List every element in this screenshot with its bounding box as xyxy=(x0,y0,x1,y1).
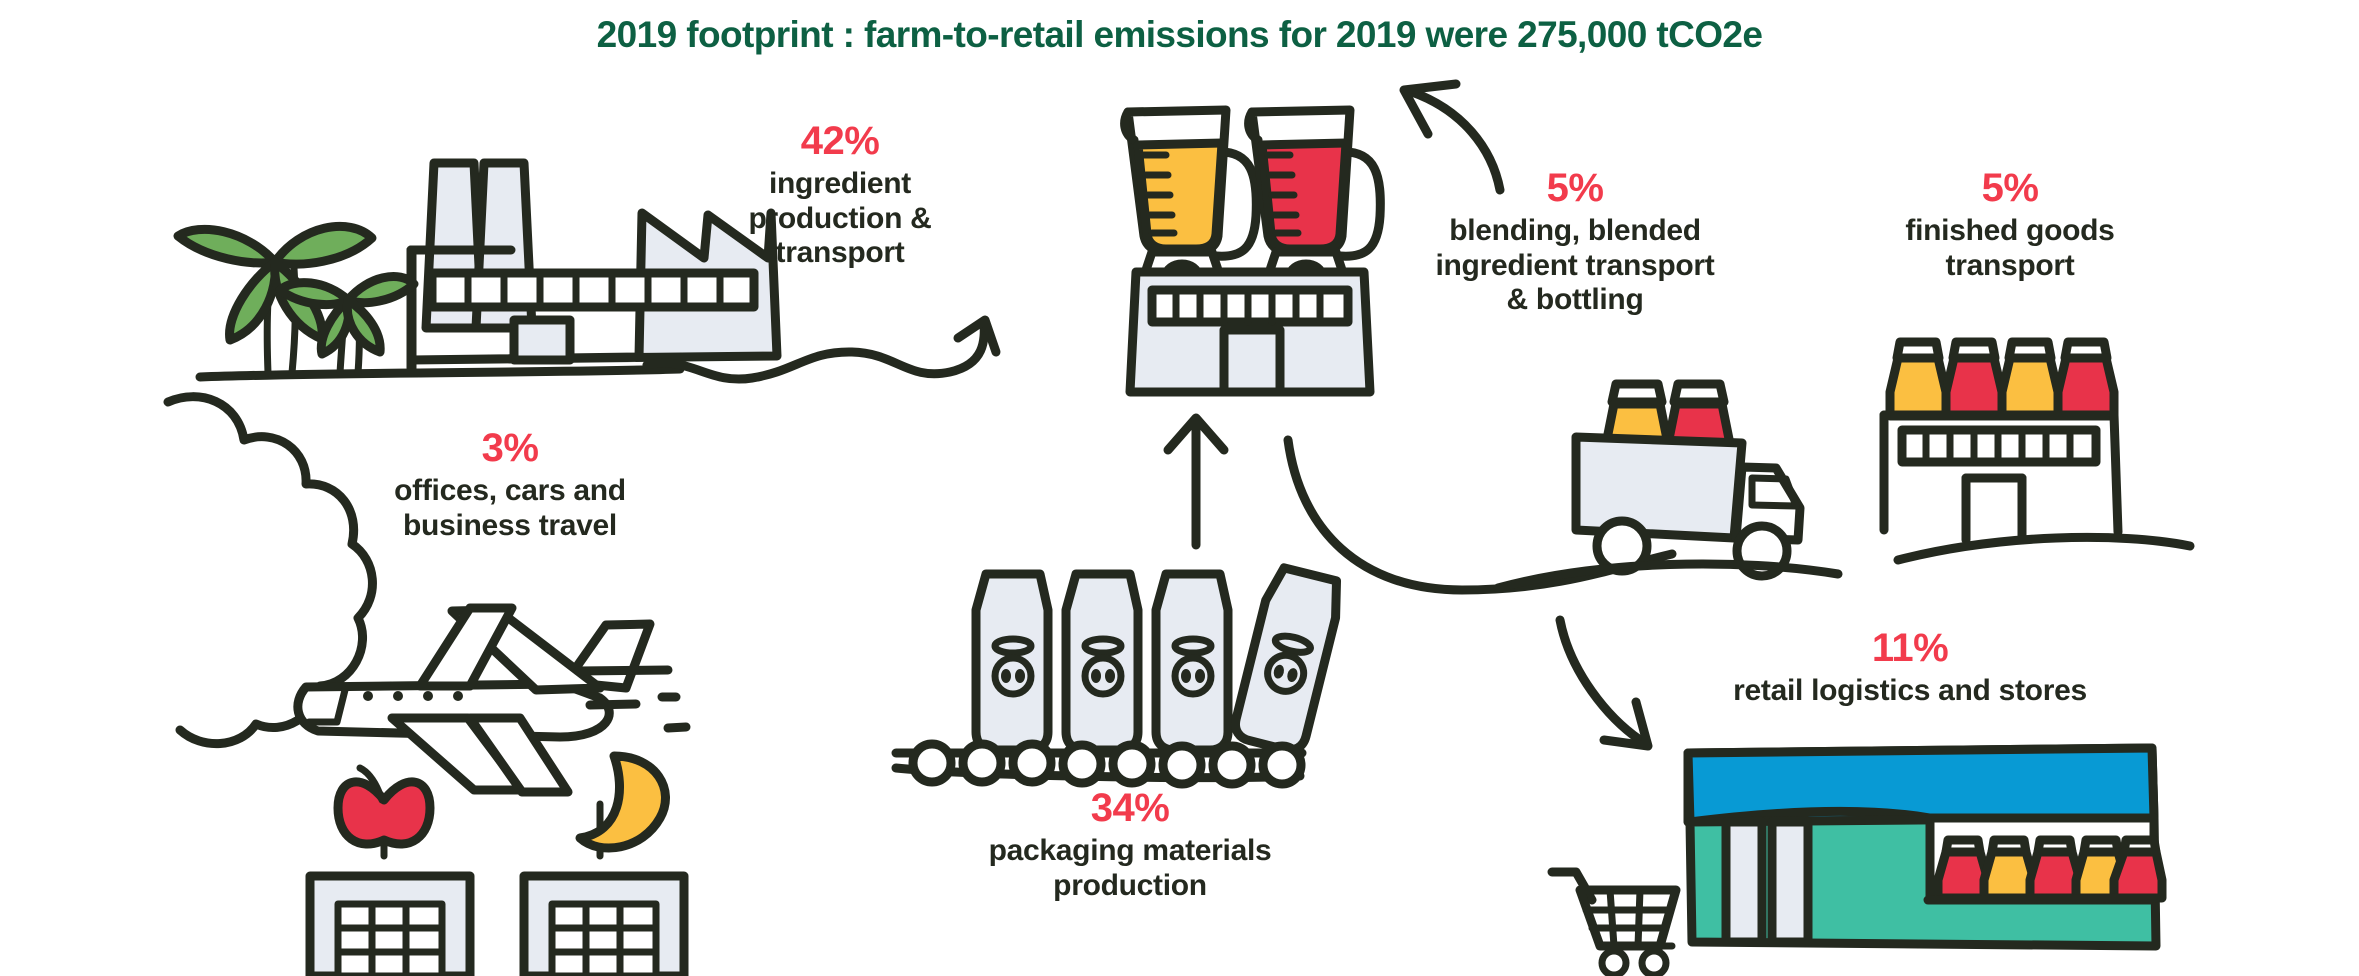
factory-icon xyxy=(195,158,782,382)
blender-factory-icon xyxy=(1120,105,1385,397)
label-ingredient-production: 42% ingredient production & transport xyxy=(660,118,1020,271)
label-blending-line2: ingredient transport xyxy=(1435,248,1715,282)
airplane-icon xyxy=(293,603,691,797)
up-arrow-icon xyxy=(1163,413,1229,550)
finished-goods-warehouse-icon xyxy=(1879,337,2195,565)
cloud-icon xyxy=(163,392,377,748)
curved-arrow-icon xyxy=(1399,79,1505,195)
shopping-cart-icon xyxy=(1547,867,1681,976)
label-blending-line1: blending, blended xyxy=(1449,214,1701,247)
label-ingredient-line2: production & xyxy=(748,201,932,235)
retail-store-icon xyxy=(1683,743,2167,951)
delivery-truck-icon xyxy=(1493,379,1843,593)
wavy-arrow-icon xyxy=(642,315,1001,384)
percent-blending: 5% xyxy=(1546,166,1604,210)
label-retail-line1: retail logistics and stores xyxy=(1733,674,2087,707)
label-finished-goods-transport: 5% finished goods transport xyxy=(1830,165,2190,283)
label-packaging-line1: packaging materials xyxy=(988,834,1272,867)
percent-finished-goods: 5% xyxy=(1981,166,2039,210)
label-finished-line1: finished goods xyxy=(1905,214,2115,247)
percent-retail: 11% xyxy=(1871,626,1949,670)
label-offices-line2: business travel xyxy=(403,508,617,542)
label-ingredient-line3: transport xyxy=(775,236,905,269)
label-packaging-line2: production xyxy=(1053,868,1207,902)
office-building-banana-icon xyxy=(519,751,689,976)
label-packaging-materials: 34% packaging materials production xyxy=(920,785,1340,903)
page-title: 2019 footprint : farm-to-retail emission… xyxy=(596,14,1763,55)
label-retail-logistics-stores: 11% retail logistics and stores xyxy=(1660,625,2160,709)
office-building-apple-icon xyxy=(305,764,475,976)
label-blending-line3: & bottling xyxy=(1506,283,1644,316)
label-finished-line2: transport xyxy=(1945,248,2075,282)
palm-trees-icon xyxy=(173,221,419,377)
percent-ingredient: 42% xyxy=(800,119,880,163)
percent-offices: 3% xyxy=(481,426,539,470)
percent-packaging: 34% xyxy=(1090,786,1170,830)
bottle-conveyor-icon xyxy=(891,563,1342,789)
label-blending-bottling: 5% blending, blended ingredient transpor… xyxy=(1360,165,1790,318)
label-ingredient-line1: ingredient xyxy=(768,167,911,200)
down-arrow-icon xyxy=(1555,615,1653,751)
label-offices-line1: offices, cars and xyxy=(394,474,626,507)
label-offices-cars-travel: 3% offices, cars and business travel xyxy=(320,425,700,543)
